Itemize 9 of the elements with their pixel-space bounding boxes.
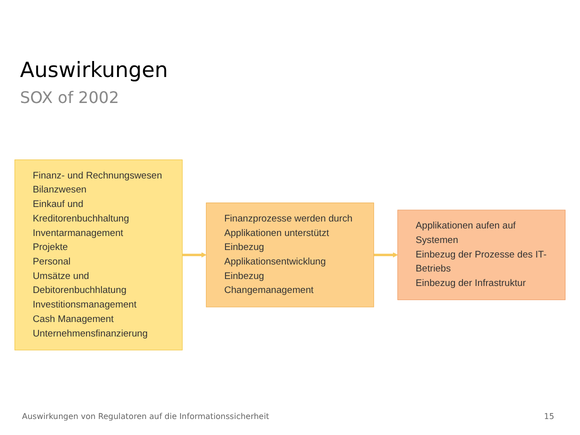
footer-text: Auswirkungen von Regulatoren auf die Informationssicherheit — [22, 412, 270, 421]
slide-title: Auswirkungen — [20, 58, 168, 82]
node-box: Applikationen aufen auf Systemen Einbezug der Prozesse des IT-Betriebs Einbezug der Infrastruktur — [397, 210, 566, 300]
arrow — [182, 252, 206, 258]
node-box: Finanz- und Rechnungswesen Bilanzwesen Einkauf und Kreditorenbuchhaltung Inventarmanagement Projekte Personal Umsätze und Debitorenbuchhlatung Investitionsmanagement Cash Management Unternehmensfinanzierung — [14, 160, 183, 350]
slide-subtitle: SOX of 2002 — [20, 88, 119, 107]
arrow — [374, 252, 398, 258]
node-box: Finanzprozesse werden durch Applikationen unterstützt Einbezug Applikationsentwicklung Einbezug Changemanagement — [206, 202, 374, 308]
page-number: 15 — [544, 412, 554, 421]
